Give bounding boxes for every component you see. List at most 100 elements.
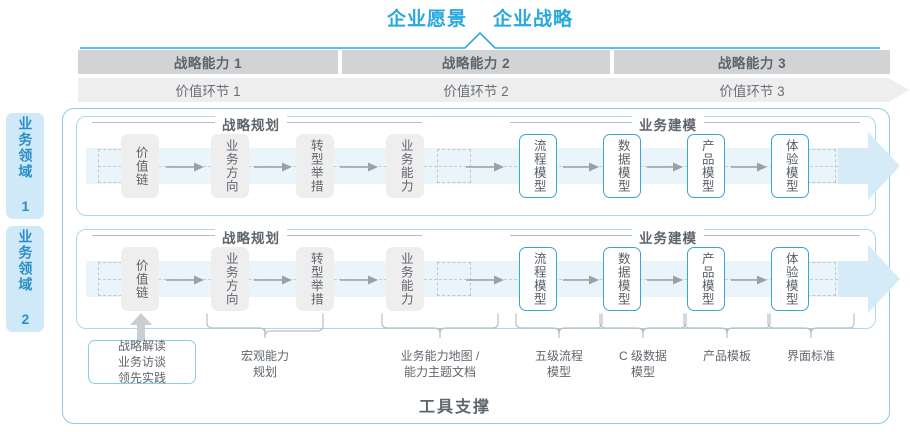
node-label: 数据模型: [615, 139, 630, 193]
brace-connector-data-model: [598, 312, 688, 343]
node-data-model-2[interactable]: 数据模型: [603, 247, 641, 311]
node-data-model-1[interactable]: 数据模型: [603, 134, 641, 198]
node-business-capability-1[interactable]: 业务能力: [386, 134, 424, 198]
node-label: 价值链: [133, 258, 148, 300]
value-link-label-1: 价值环节 1: [175, 84, 241, 99]
capability-label-1: 战略能力 1: [173, 56, 243, 71]
node-label: 业务能力: [398, 139, 413, 193]
tool-label-line: 能力主题文档: [403, 365, 476, 380]
section-title-modeling-2: 业务建模: [632, 227, 704, 247]
tool-label-ui-standard: 界面标准: [766, 348, 856, 364]
tool-label-line: 业务能力地图 /: [400, 349, 480, 363]
brace-connector-product-template: [682, 312, 772, 343]
node-process-model-1[interactable]: 流程模型: [519, 134, 557, 198]
arrow-icon: [647, 160, 685, 178]
tool-label-data-model: C 级数据 模型: [598, 348, 688, 380]
node-transformation-1[interactable]: 转型举措: [296, 134, 334, 198]
node-business-direction-2[interactable]: 业务方向: [211, 247, 249, 311]
node-label: 数据模型: [615, 252, 630, 306]
capability-label-2: 战略能力 2: [441, 56, 511, 71]
node-experience-model-1[interactable]: 体验模型: [771, 134, 809, 198]
arrow-icon: [254, 273, 294, 291]
node-label: 转型举措: [308, 252, 323, 306]
tool-label-line: C 级数据: [618, 349, 667, 363]
vision-strategy-header: 企业愿景 企业战略: [330, 4, 630, 30]
tool-label-line: 规划: [252, 365, 277, 380]
node-label: 业务方向: [223, 252, 238, 306]
node-business-capability-2[interactable]: 业务能力: [386, 247, 424, 311]
sidebar-item-domain-1[interactable]: 业务领域 1: [6, 113, 44, 219]
sidebar-item-domain-2[interactable]: 业务领域 2: [6, 226, 44, 332]
tool-label-line: 宏观能力: [240, 349, 289, 363]
section-title-planning-1: 战略规划: [215, 114, 287, 134]
arrow-icon: [647, 273, 685, 291]
domain-label-1: 业务领域 1: [17, 116, 34, 216]
arrow-icon: [466, 273, 506, 291]
arrow-icon: [563, 160, 601, 178]
tool-input-line-2: 业务访谈: [117, 354, 166, 369]
value-link-label-2: 价值环节 2: [443, 84, 509, 99]
node-label: 流程模型: [531, 139, 546, 193]
brace-connector-capability-map: [380, 312, 500, 343]
capability-band-2: 战略能力 2: [342, 50, 610, 74]
node-transformation-2[interactable]: 转型举措: [296, 247, 334, 311]
enterprise-vision-title: 企业愿景: [386, 8, 467, 30]
flow-placeholder-mid-1: [437, 149, 471, 183]
node-label: 业务方向: [223, 139, 238, 193]
node-label: 业务能力: [398, 252, 413, 306]
enterprise-strategy-title: 企业战略: [493, 8, 574, 30]
arrow-icon: [340, 273, 380, 291]
tool-input-line-1: 战略解读: [117, 338, 166, 353]
brace-connector-process-model: [514, 312, 604, 343]
node-label: 流程模型: [531, 252, 546, 306]
capability-band-1: 战略能力 1: [78, 50, 338, 74]
tool-support-frame: [62, 108, 890, 424]
node-label: 产品模型: [699, 139, 714, 193]
node-label: 体验模型: [783, 252, 798, 306]
arrow-icon: [731, 160, 769, 178]
tool-support-title: 工具支撑: [418, 399, 491, 416]
tool-input-line-3: 领先实践: [117, 371, 166, 386]
value-link-band-1: 价值环节 1: [78, 78, 366, 102]
node-label: 体验模型: [783, 139, 798, 193]
capability-band-3: 战略能力 3: [614, 50, 890, 74]
tool-label-capability-map: 业务能力地图 / 能力主题文档: [370, 348, 510, 380]
node-label: 产品模型: [699, 252, 714, 306]
arrow-icon: [731, 273, 769, 291]
node-experience-model-2[interactable]: 体验模型: [771, 247, 809, 311]
node-process-model-2[interactable]: 流程模型: [519, 247, 557, 311]
node-product-model-2[interactable]: 产品模型: [687, 247, 725, 311]
flow-arrowhead-1: [838, 132, 900, 200]
node-label: 转型举措: [308, 139, 323, 193]
value-link-band-3: 价值环节 3: [614, 78, 910, 102]
arrow-icon: [166, 160, 206, 178]
brace-connector-macro-capability: [205, 312, 325, 343]
tool-label-product-template: 产品模板: [682, 348, 772, 364]
flow-placeholder-mid-2: [437, 262, 471, 296]
value-link-band-2: 价值环节 2: [342, 78, 638, 102]
tool-input-box[interactable]: 战略解读 业务访谈 领先实践: [88, 338, 196, 386]
up-arrow-icon: [130, 313, 152, 348]
arrow-icon: [254, 160, 294, 178]
node-product-model-1[interactable]: 产品模型: [687, 134, 725, 198]
arrow-icon: [563, 273, 601, 291]
arrow-icon: [340, 160, 380, 178]
tool-label-line: 产品模板: [702, 349, 751, 363]
tool-label-process-model: 五级流程 模型: [514, 348, 604, 380]
tool-label-macro-capability: 宏观能力 规划: [205, 348, 325, 380]
tool-label-line: 模型: [546, 365, 571, 380]
node-value-chain-1[interactable]: 价值链: [121, 134, 159, 198]
domain-label-2: 业务领域 2: [17, 229, 34, 329]
value-link-label-3: 价值环节 3: [719, 84, 785, 99]
arrow-icon: [166, 273, 206, 291]
flow-arrowhead-2: [838, 245, 900, 313]
arrow-icon: [466, 160, 506, 178]
brace-connector-ui-standard: [766, 312, 856, 343]
node-value-chain-2[interactable]: 价值链: [121, 247, 159, 311]
section-title-modeling-1: 业务建模: [632, 114, 704, 134]
section-title-planning-2: 战略规划: [215, 227, 287, 247]
tool-label-line: 五级流程: [534, 349, 583, 363]
node-business-direction-1[interactable]: 业务方向: [211, 134, 249, 198]
tool-label-line: 模型: [630, 365, 655, 380]
